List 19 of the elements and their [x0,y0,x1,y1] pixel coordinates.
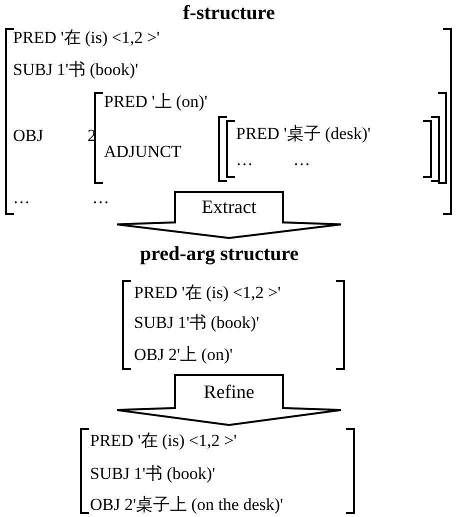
feature-row: ADJUNCT [104,142,182,162]
feature-row: PRED '在 (is) <1,2 >' [134,283,281,303]
edge-label: Refine [204,382,254,404]
heading: pred-arg structure [140,243,299,265]
feature-row: SUBJ 1'书 (book)' [90,464,216,484]
feature-row: SUBJ 1'书 (book)' [134,313,260,333]
feature-row: … … [13,188,110,208]
edge-label: Extract [202,197,256,220]
feature-row: OBJ 2'桌子上 (on the desk)' [90,495,284,515]
block-arrow [116,374,342,426]
block-arrow [116,191,342,239]
feature-row: PRED '在 (is) <1,2 >' [90,431,237,451]
feature-row: OBJ 2'上 (on)' [134,345,233,365]
feature-row: PRED '桌子 (desk)' [236,124,371,144]
feature-row: SUBJ 1'书 (book)' [13,60,138,80]
feature-row: PRED '上 (on)' [104,92,208,112]
heading: f-structure [183,2,275,24]
feature-row: PRED '在 (is) <1,2 >' [13,28,160,48]
feature-row: … … [236,150,310,170]
